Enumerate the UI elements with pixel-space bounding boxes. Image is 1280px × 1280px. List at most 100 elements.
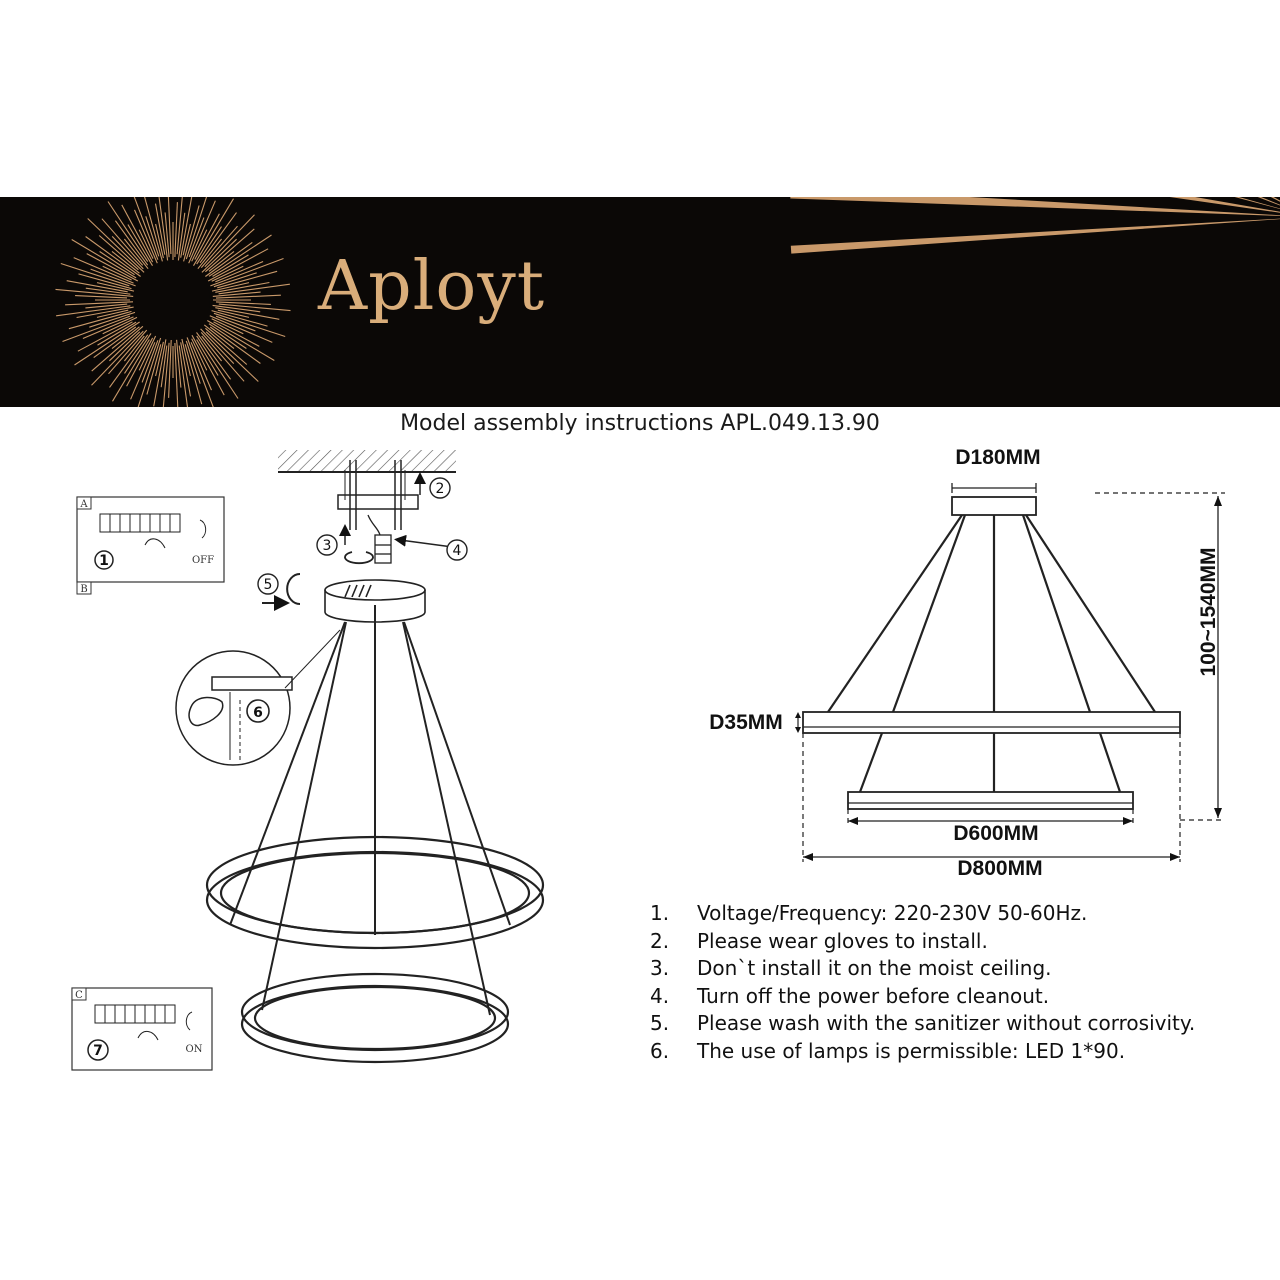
svg-text:6: 6 xyxy=(253,705,263,721)
sun-ray xyxy=(201,335,223,362)
sun-ray xyxy=(190,342,213,391)
svg-text:OFF: OFF xyxy=(192,555,214,566)
sun-ray xyxy=(114,220,149,266)
terminal-strip-icon xyxy=(99,513,207,549)
sun-ray xyxy=(91,330,144,386)
sun-ray xyxy=(85,236,141,277)
sun-ray xyxy=(196,226,222,265)
callout-6: 6 xyxy=(246,699,270,723)
sun-ray xyxy=(201,238,237,273)
svg-text:ON: ON xyxy=(186,1044,203,1055)
sun-ray xyxy=(133,197,159,260)
sun-ray xyxy=(55,288,134,297)
sun-ray xyxy=(213,312,286,338)
instruction-item: 1.Voltage/Frequency: 220-230V 50-60Hz. xyxy=(650,901,1088,925)
dimension-thickness-label: D35MM xyxy=(709,711,783,734)
sun-ray xyxy=(215,315,256,332)
sun-ray xyxy=(124,333,152,374)
sun-ray xyxy=(213,321,260,347)
sun-ray xyxy=(60,262,130,287)
sun-ray xyxy=(209,315,273,343)
sun-ray xyxy=(208,234,272,277)
callout-2: 2 xyxy=(429,477,451,499)
instruction-item: 4.Turn off the power before cleanout. xyxy=(650,983,1050,1008)
sun-ray xyxy=(109,334,149,388)
brand-logo: Aployt xyxy=(318,247,546,326)
sun-ray xyxy=(107,201,149,262)
sun-ray xyxy=(205,331,259,382)
suspension-wires xyxy=(827,514,1156,793)
sun-ray xyxy=(138,335,157,371)
sun-core xyxy=(136,263,210,337)
sun-ray xyxy=(193,198,234,266)
brand-banner xyxy=(0,197,1280,407)
callout-3: 3 xyxy=(316,534,338,556)
sun-ray xyxy=(66,280,128,293)
sun-ray xyxy=(211,282,250,292)
sun-ray xyxy=(96,309,129,318)
sun-ray xyxy=(215,301,271,305)
corner-ray xyxy=(1257,197,1280,206)
sun-ray xyxy=(62,315,131,343)
sun-ray xyxy=(141,340,159,383)
sun-ray xyxy=(145,216,160,257)
sun-ray xyxy=(194,213,220,260)
sun-ray xyxy=(178,345,189,407)
svg-text:A: A xyxy=(79,499,88,510)
svg-text:4: 4 xyxy=(453,543,462,559)
sun-ray xyxy=(73,257,134,284)
sun-ray xyxy=(191,338,208,371)
sun-ray xyxy=(199,212,237,264)
upper-ring xyxy=(205,835,545,950)
sun-ray xyxy=(102,316,138,335)
sun-ray xyxy=(210,257,284,287)
suspension-wires xyxy=(229,605,511,1016)
sun-ray xyxy=(162,342,170,407)
assembly-drawing xyxy=(175,450,545,1064)
sun-ray xyxy=(121,204,154,263)
sun-ray xyxy=(174,342,179,407)
sun-ray xyxy=(68,310,132,330)
sun-ray xyxy=(109,331,141,362)
dimension-drawing xyxy=(795,483,1225,862)
sun-ray xyxy=(160,345,168,388)
sun-ray xyxy=(200,332,245,382)
sun-ray xyxy=(82,316,134,340)
sun-ray xyxy=(212,304,261,313)
corner-ray xyxy=(790,197,1280,216)
sun-ray xyxy=(180,342,192,397)
sun-ray xyxy=(108,329,148,375)
sun-ray xyxy=(211,265,244,282)
sun-ray xyxy=(183,205,200,262)
sun-ray xyxy=(111,250,140,274)
sun-ray xyxy=(184,344,203,405)
sun-ray xyxy=(123,335,145,362)
dimension-small-ring-label: D600MM xyxy=(953,822,1038,845)
sun-ray xyxy=(180,197,193,258)
sun-ray xyxy=(97,321,137,346)
sun-ray xyxy=(181,338,191,377)
sun-ray xyxy=(215,260,264,283)
sun-ray xyxy=(217,309,250,318)
sun-ray xyxy=(71,239,137,279)
sun-ray xyxy=(215,307,280,320)
sun-ray xyxy=(212,291,261,297)
sun-ray xyxy=(93,326,137,359)
svg-text:1: 1 xyxy=(99,553,109,569)
sun-ray xyxy=(155,341,164,377)
banner-decoration xyxy=(55,197,1280,407)
svg-text:5: 5 xyxy=(264,577,273,593)
sun-ray xyxy=(207,320,275,361)
sun-ray xyxy=(90,268,136,287)
sun-ray xyxy=(205,241,253,277)
sun-ray xyxy=(167,197,172,255)
step-callouts: 2 3 4 5 6 xyxy=(246,477,468,723)
sun-ray xyxy=(130,342,156,400)
rotate-arrow-icon xyxy=(286,573,301,605)
sun-ray xyxy=(96,282,135,292)
svg-text:C: C xyxy=(75,990,83,1001)
mounting-bracket xyxy=(337,460,419,530)
sun-ray xyxy=(138,229,154,259)
sun-ray xyxy=(218,283,290,295)
